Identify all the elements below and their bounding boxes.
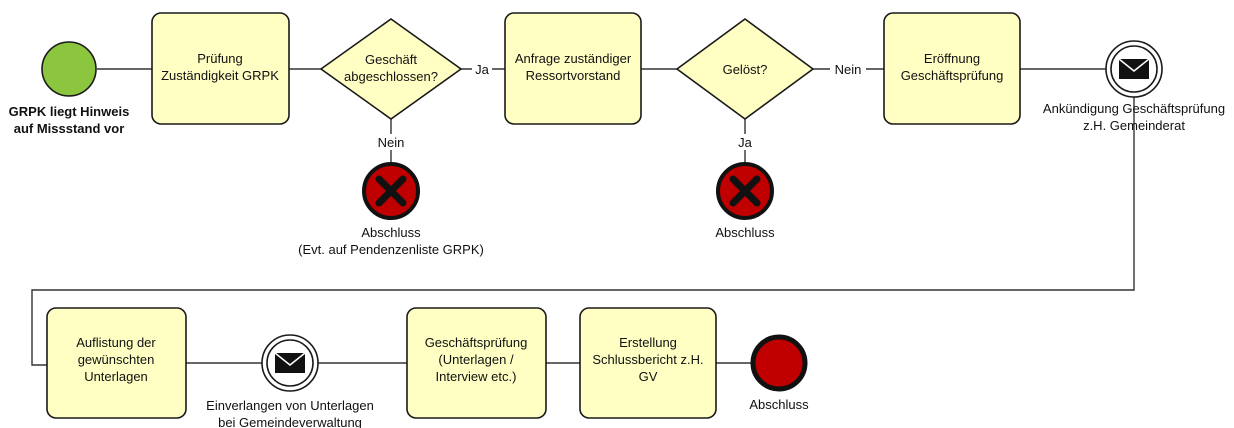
task-label-line: Prüfung: [197, 51, 243, 66]
gateway1-no-label: Nein: [378, 135, 405, 150]
task-label-line: Unterlagen: [84, 369, 148, 384]
gateway2-yes-label: Ja: [738, 135, 753, 150]
start-event-label-line2: auf Missstand vor: [14, 121, 125, 136]
error-end-label-line: Abschluss: [361, 225, 421, 240]
message-event-label-line: Ankündigung Geschäftsprüfung: [1043, 101, 1225, 116]
gateway-label-line: abgeschlossen?: [344, 69, 438, 84]
flow-labels: Ja Nein Nein Ja: [374, 61, 866, 150]
task-label-line: Eröffnung: [924, 51, 980, 66]
envelope-icon: [1118, 58, 1150, 79]
task-auflistung-unterlagen[interactable]: Auflistung der gewünschten Unterlagen: [46, 307, 187, 419]
end-event-label: Abschluss: [749, 397, 809, 412]
gateway-label-line: Geschäft: [365, 52, 417, 67]
start-event-label-line1: GRPK liegt Hinweis: [9, 104, 130, 119]
error-end-event-abschluss2[interactable]: Abschluss: [715, 162, 775, 240]
task-pruefung-zustaendigkeit[interactable]: Prüfung Zuständigkeit GRPK: [151, 12, 290, 125]
task-label-line: Anfrage zuständiger: [515, 51, 632, 66]
task-erstellung-schlussbericht[interactable]: Erstellung Schlussbericht z.H. GV: [579, 307, 717, 419]
task-geschaeftspruefung[interactable]: Geschäftsprüfung (Unterlagen / Interview…: [406, 307, 547, 419]
task-label-line: GV: [639, 369, 658, 384]
task-label-line: Geschäftsprüfung: [901, 68, 1004, 83]
task-label-line: Interview etc.): [436, 369, 517, 384]
task-label-line: Auflistung der: [76, 335, 156, 350]
gateway-label-line: Gelöst?: [723, 62, 768, 77]
message-event-ankuendigung[interactable]: Ankündigung Geschäftsprüfung z.H. Gemein…: [1043, 40, 1225, 133]
gateway2-no-label: Nein: [835, 62, 862, 77]
task-label-line: Zuständigkeit GRPK: [161, 68, 279, 83]
task-label-line: Erstellung: [619, 335, 677, 350]
start-event[interactable]: GRPK liegt Hinweis auf Missstand vor: [9, 41, 130, 136]
start-event-circle: [41, 41, 97, 97]
message-event-label-line: Einverlangen von Unterlagen: [206, 398, 374, 413]
task-label-line: gewünschten: [78, 352, 155, 367]
cross-icon: [729, 175, 761, 207]
message-event-einverlangen[interactable]: Einverlangen von Unterlagen bei Gemeinde…: [206, 334, 374, 428]
error-end-event-abschluss1[interactable]: Abschluss (Evt. auf Pendenzenliste GRPK): [298, 162, 484, 257]
task-label-line: (Unterlagen /: [438, 352, 514, 367]
task-label-line: Schlussbericht z.H.: [592, 352, 703, 367]
task-eroeffnung-geschaeftspruefung[interactable]: Eröffnung Geschäftsprüfung: [883, 12, 1021, 125]
envelope-icon: [274, 352, 306, 373]
end-event-abschluss[interactable]: Abschluss: [749, 334, 809, 412]
gateway-geschaeft-abgeschlossen[interactable]: Geschäft abgeschlossen?: [319, 18, 463, 120]
task-label-line: Ressortvorstand: [526, 68, 621, 83]
gateway-geloest[interactable]: Gelöst?: [675, 18, 815, 120]
message-event-label-line: z.H. Gemeinderat: [1083, 118, 1185, 133]
gateway1-yes-label: Ja: [475, 62, 490, 77]
error-end-label-line: Abschluss: [715, 225, 775, 240]
task-label-line: Geschäftsprüfung: [425, 335, 528, 350]
message-event-label-line: bei Gemeindeverwaltung: [218, 415, 362, 428]
task-anfrage-ressortvorstand[interactable]: Anfrage zuständiger Ressortvorstand: [504, 12, 642, 125]
error-end-label-line: (Evt. auf Pendenzenliste GRPK): [298, 242, 484, 257]
cross-icon: [375, 175, 407, 207]
